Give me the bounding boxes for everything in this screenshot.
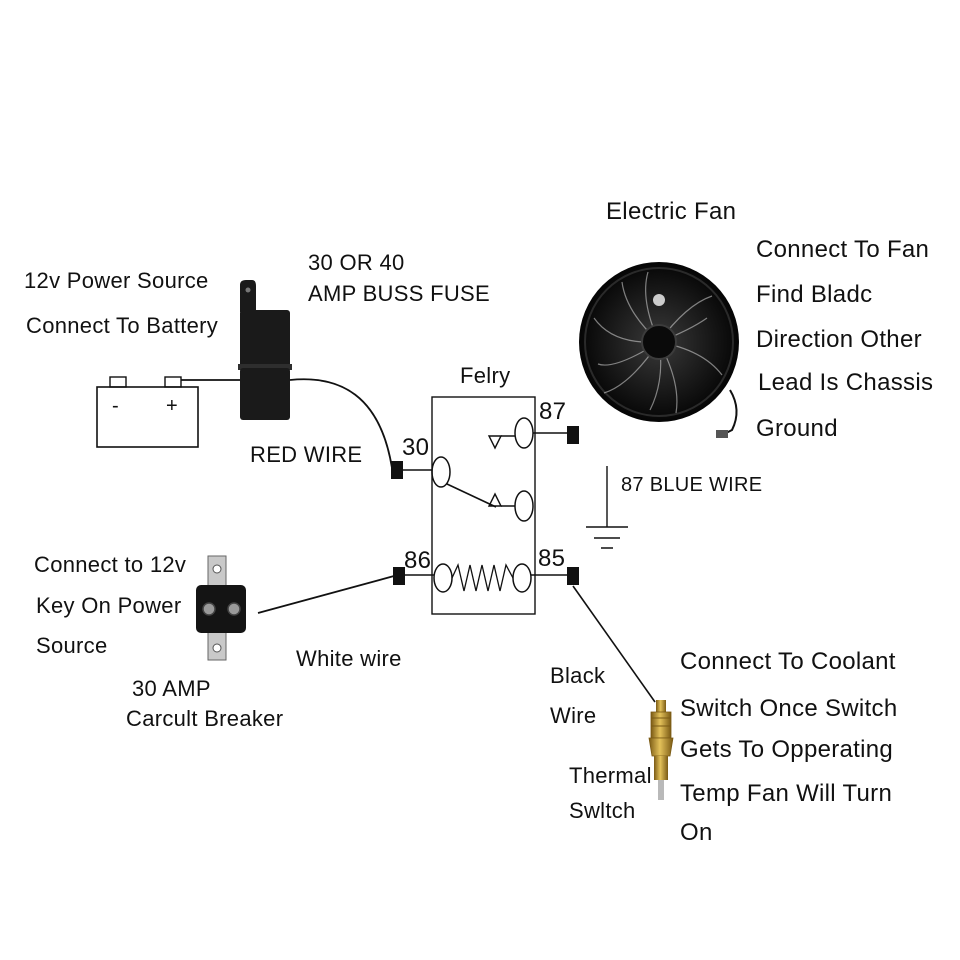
blue-wire-label: 87 BLUE WIRE (621, 474, 762, 496)
key-power-label-line2: Key On Power (36, 593, 181, 618)
black-wire-label-line2: Wire (550, 703, 596, 728)
relay-pin-86: 86 (404, 547, 431, 574)
black-wire (572, 585, 656, 703)
relay-pin-85: 85 (538, 545, 565, 572)
fan-title: Electric Fan (606, 198, 736, 225)
ground-icon (586, 466, 628, 549)
thermal-switch-label-line2: Swltch (569, 798, 636, 823)
white-wire (257, 575, 395, 614)
electric-fan-icon (579, 262, 739, 438)
battery-minus-sign: - (112, 395, 119, 417)
white-wire-label: White wire (296, 646, 402, 671)
circuit-breaker-icon (196, 555, 246, 661)
battery-plus-sign: + (166, 395, 178, 417)
breaker-label-line1: 30 AMP (132, 676, 211, 701)
fan-note-line2: Find Bladc (756, 281, 872, 308)
coolant-note-line2: Switch Once Switch (680, 695, 897, 722)
fuse-label-line2: AMP BUSS FUSE (308, 281, 490, 306)
breaker-label-line2: Carcult Breaker (126, 706, 283, 731)
fan-note-line3: Direction Other (756, 326, 922, 353)
battery-label-line2: Connect To Battery (26, 313, 218, 338)
key-power-label-line3: Source (36, 633, 108, 658)
relay-title: Felry (460, 363, 510, 388)
relay-pin-87: 87 (539, 398, 566, 425)
fan-note-line1: Connect To Fan (756, 236, 929, 263)
fuse-holder-icon (238, 280, 292, 420)
relay-icon (391, 396, 579, 615)
red-wire-label: RED WIRE (250, 442, 362, 467)
coolant-note-line1: Connect To Coolant (680, 648, 896, 675)
coolant-note-line5: On (680, 819, 713, 846)
key-power-label-line1: Connect to 12v (34, 552, 186, 577)
fan-note-line4: Lead Is Chassis (758, 369, 933, 396)
battery-icon: - + (96, 376, 199, 448)
battery-label-line1: 12v Power Source (24, 268, 209, 293)
black-wire-label-line1: Black (550, 663, 606, 688)
fuse-label-line1: 30 OR 40 (308, 250, 405, 275)
thermal-switch-icon (648, 700, 674, 800)
relay-pin-30: 30 (402, 434, 429, 461)
coolant-note-line4: Temp Fan Will Turn (680, 780, 892, 807)
coolant-note-line3: Gets To Opperating (680, 736, 893, 763)
fan-note-line5: Ground (756, 415, 838, 442)
red-wire (289, 378, 393, 469)
thermal-switch-label-line1: Thermal (569, 763, 652, 788)
